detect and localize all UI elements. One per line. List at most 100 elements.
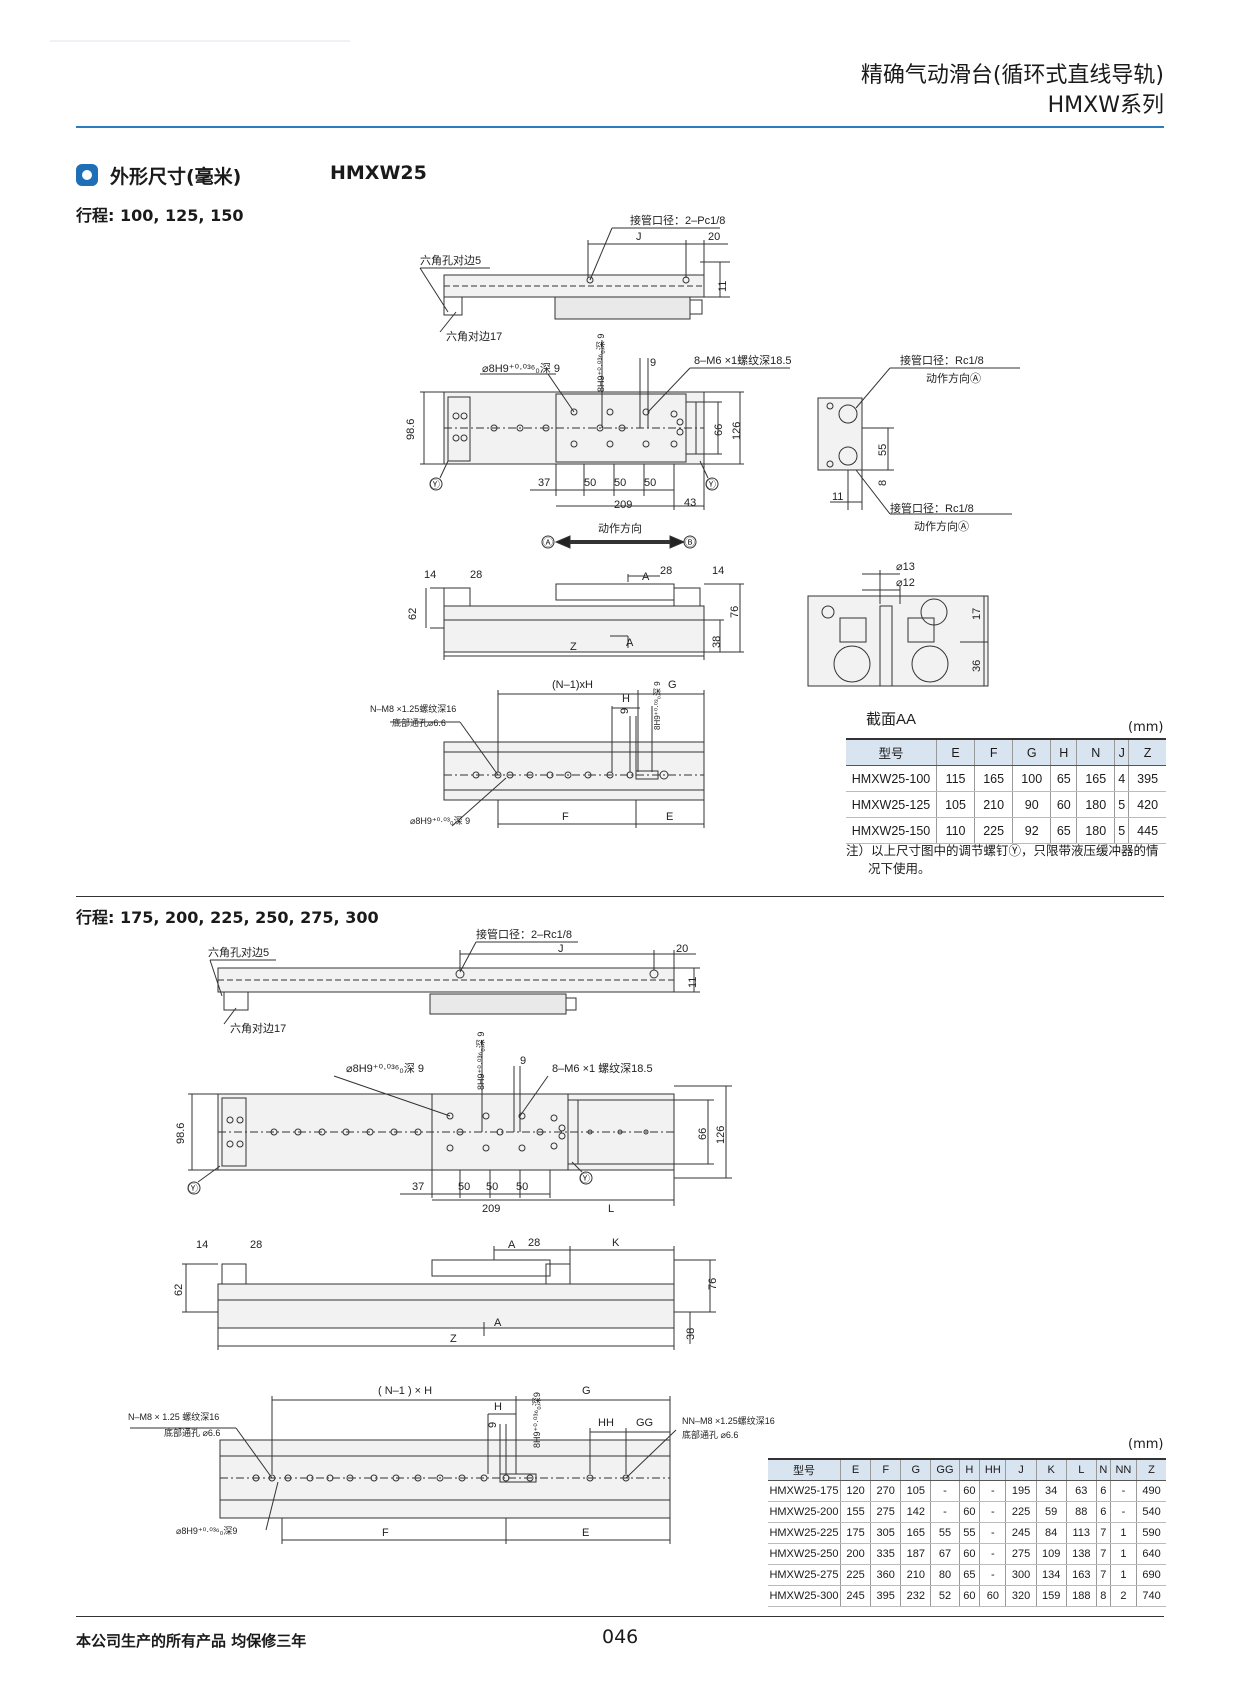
table-cell: 67 <box>930 1543 960 1565</box>
table-cell: 225 <box>974 817 1013 844</box>
table-cell: 490 <box>1136 1480 1166 1502</box>
p1-hex5-label: 六角孔对边5 <box>420 253 481 267</box>
p1-thread-label: 8–M6 ×1螺纹深18.5 <box>694 353 792 367</box>
table-cell: 4 <box>1114 765 1129 792</box>
p1-th-model: 型号 <box>846 739 937 766</box>
p2-plan-view <box>187 1040 732 1206</box>
table-cell: 165 <box>974 765 1013 792</box>
table-cell: 5 <box>1114 791 1129 818</box>
p2-th-model: 型号 <box>768 1459 841 1481</box>
p1-dim-11: 11 <box>717 281 729 292</box>
p2-dim-HH: HH <box>598 1417 614 1429</box>
p1-section-aa <box>807 570 989 687</box>
p2-port-top-label: 接管口径：2–Rc1/8 <box>476 927 572 941</box>
p2-th-H: H <box>958 1459 980 1481</box>
p1-A-mark: Ⓐ <box>543 537 553 549</box>
table-cell: 195 <box>1005 1480 1037 1502</box>
table-cell: 7 <box>1095 1564 1111 1586</box>
table-row: HMXW25-125 105 210 90 60 180 5 420 <box>846 791 1166 818</box>
p1-th-J: J <box>1114 739 1129 766</box>
table-cell: 60 <box>979 1585 1006 1607</box>
p2-bottom-view <box>130 1396 677 1544</box>
table-cell: 165 <box>1076 765 1115 792</box>
p2-th-K: K <box>1035 1459 1067 1481</box>
p1-dim-J: J <box>636 231 642 243</box>
table-cell: 180 <box>1076 791 1115 818</box>
p2-pin-bottom-v-label: 8H9⁺⁰·⁰³⁶₀深9 <box>532 1392 542 1448</box>
p1-port-b-label: 接管口径：Rc1/8 <box>890 501 974 515</box>
p2-dim-H: H <box>494 1401 502 1413</box>
p2-dim-K: K <box>612 1237 620 1249</box>
table-cell: 225 <box>839 1564 871 1586</box>
table-cell: 165 <box>900 1522 931 1544</box>
p2-dim-126: 126 <box>715 1126 727 1144</box>
p1-dim-62: 62 <box>407 608 419 620</box>
p1-action-arrow <box>541 535 697 549</box>
table-cell: 138 <box>1065 1543 1097 1565</box>
table-cell: 6 <box>1095 1501 1111 1523</box>
table-cell: 59 <box>1035 1501 1067 1523</box>
p1-dim-126: 126 <box>731 422 743 440</box>
table-cell: 232 <box>900 1585 931 1607</box>
p2-dim-9b: 9 <box>487 1422 499 1428</box>
p1-dim-28a: 28 <box>470 569 482 581</box>
table-row: HMXW25-100 115 165 100 65 165 4 395 <box>846 765 1166 792</box>
p2-dim-37: 37 <box>412 1181 424 1193</box>
table-cell: 335 <box>870 1543 901 1565</box>
table-cell: 60 <box>958 1585 980 1607</box>
table-cell: 105 <box>935 791 975 818</box>
p2-bolt2-label: NN–M8 ×1.25螺纹深16 <box>682 1415 775 1426</box>
table-cell: 155 <box>839 1501 871 1523</box>
table-cell: 445 <box>1128 817 1166 844</box>
table-cell: 34 <box>1035 1480 1067 1502</box>
table-row: HMXW25-275 225 360 210 80 65 - 300 134 1… <box>768 1564 1166 1586</box>
p1-dim-9: 9 <box>650 357 656 369</box>
table-cell: HMXW25-300 <box>768 1585 841 1607</box>
table-cell: - <box>1109 1480 1137 1502</box>
p2-dim-J: J <box>558 943 564 955</box>
p1-dim-50b: 50 <box>614 477 626 489</box>
p2-bolt-label: N–M8 × 1.25 螺纹深16 <box>128 1411 219 1422</box>
table-cell: 180 <box>1076 817 1115 844</box>
table-row: HMXW25-300 245 395 232 52 60 60 320 159 … <box>768 1585 1166 1607</box>
p2-front-view <box>182 1246 716 1350</box>
table-cell: 690 <box>1136 1564 1166 1586</box>
p1-pin-label: ⌀8H9⁺⁰·⁰³⁶₀深 9 <box>482 362 560 375</box>
p2-dim-A2: A <box>494 1317 502 1329</box>
p2-th-L: L <box>1065 1459 1097 1481</box>
table-cell: - <box>979 1522 1006 1544</box>
table-cell: HMXW25-250 <box>768 1543 841 1565</box>
table-cell: 65 <box>1050 817 1077 844</box>
p2-dim-NxH: ( N–1 ) × H <box>378 1385 432 1397</box>
table-cell: 225 <box>1005 1501 1037 1523</box>
table-cell: 55 <box>930 1522 960 1544</box>
p1-dim-14b: 14 <box>712 565 724 577</box>
table-cell: 90 <box>1012 791 1051 818</box>
p2-dim-E: E <box>582 1527 589 1539</box>
p2-Y-mark-left: Ⓨ <box>188 1183 198 1195</box>
table-cell: 210 <box>974 791 1013 818</box>
p1-dim-F: F <box>562 811 569 823</box>
table-cell: HMXW25-275 <box>768 1564 841 1586</box>
section-aa-title: 截面AA <box>866 711 916 728</box>
p2-dim-14: 14 <box>196 1239 208 1251</box>
table-cell: 65 <box>958 1564 980 1586</box>
table-cell: - <box>979 1564 1006 1586</box>
p2-dim-A: A <box>508 1239 516 1251</box>
p1-dim-H: H <box>622 693 630 705</box>
p1-dir-a-label: 动作方向Ⓐ <box>926 371 981 385</box>
p1-th-E: E <box>935 739 975 766</box>
p2-pin-label: ⌀8H9⁺⁰·⁰³⁶₀深 9 <box>346 1062 424 1075</box>
table-cell: - <box>979 1501 1006 1523</box>
header-rule <box>76 126 1164 128</box>
table-cell: 245 <box>839 1585 871 1607</box>
table-row: HMXW25-250 200 335 187 67 60 - 275 109 1… <box>768 1543 1166 1565</box>
p2-dim-28a: 28 <box>250 1239 262 1251</box>
p1-dim-20: 20 <box>708 231 720 243</box>
p1-B-mark: Ⓑ <box>685 537 695 549</box>
table-cell: 540 <box>1136 1501 1166 1523</box>
p1-dim-66: 66 <box>713 424 725 436</box>
p2-th-G: G <box>900 1459 931 1481</box>
p1-bolt-label: N–M8 ×1.25螺纹深16 <box>370 703 456 714</box>
p2-th-N: N <box>1095 1459 1111 1481</box>
